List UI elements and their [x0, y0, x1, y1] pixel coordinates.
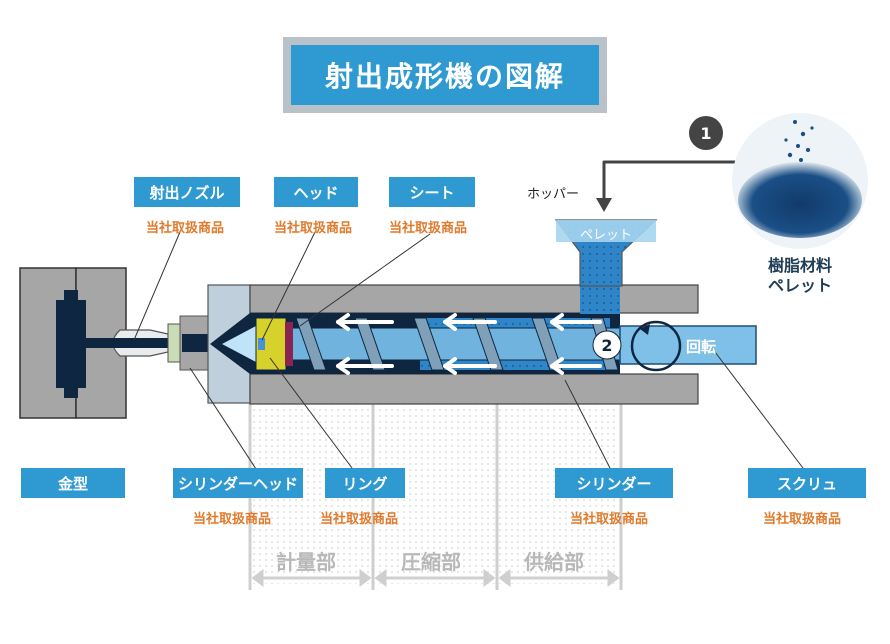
product-note: 当社取扱商品: [320, 512, 399, 527]
product-note: 当社取扱商品: [570, 512, 649, 527]
resin-pellet-line-2: ペレット: [767, 276, 832, 295]
zone-metering: 計量部: [276, 550, 336, 574]
page-title: 射出成形機の図解: [291, 45, 599, 105]
label-screw: スクリュ: [748, 468, 866, 498]
label-mold: 金型: [21, 468, 125, 498]
leader-lines: [133, 231, 807, 473]
label-ring: リング: [325, 468, 405, 498]
label-sheet: シート: [389, 177, 475, 207]
injection-nozzle: [100, 315, 211, 371]
zone-arrows: [251, 569, 620, 587]
product-note: 当社取扱商品: [146, 221, 225, 236]
label-rotation: 回転: [686, 338, 717, 356]
label-resin-pellet: 樹脂材料 ペレット: [752, 256, 848, 296]
label-injection-nozzle: 射出ノズル: [134, 177, 240, 207]
cylinder: [210, 284, 757, 405]
product-note: 当社取扱商品: [274, 221, 353, 236]
label-cylinder-head: シリンダーヘッド: [173, 468, 303, 498]
label-cylinder: シリンダー: [555, 468, 673, 498]
hopper: [554, 219, 658, 287]
rotation-arrow: [630, 320, 682, 372]
product-note: 当社取扱商品: [763, 512, 842, 527]
label-head: ヘッド: [274, 177, 358, 207]
title-frame: 射出成形機の図解: [283, 37, 607, 113]
feed-arrow: [596, 116, 742, 212]
step-2-number: 2: [601, 336, 613, 355]
product-note: 当社取扱商品: [389, 221, 468, 236]
zone-feed: 供給部: [524, 550, 584, 574]
label-hopper: ホッパー: [527, 187, 580, 202]
zone-compression: 圧縮部: [401, 550, 461, 574]
resin-pellet-line-1: 樹脂材料: [767, 256, 832, 275]
resin-pellet-image: [732, 113, 868, 249]
label-pellet: ペレット: [579, 228, 632, 243]
step-1-number: 1: [700, 124, 712, 143]
product-note: 当社取扱商品: [193, 512, 272, 527]
